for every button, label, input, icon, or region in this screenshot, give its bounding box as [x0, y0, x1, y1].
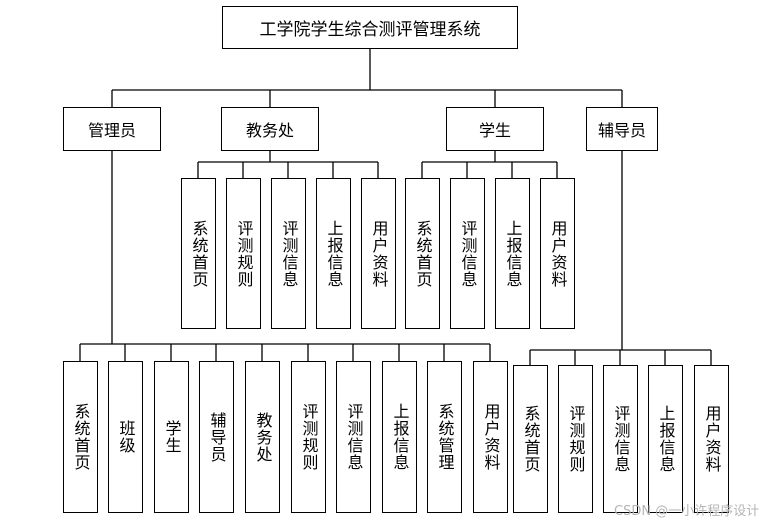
admin-module: 评测信息	[336, 361, 371, 513]
counselor-module: 系统首页	[513, 365, 548, 513]
office-module: 系统首页	[181, 178, 216, 329]
office-module: 评测信息	[271, 178, 306, 329]
role-node-office: 教务处	[221, 107, 319, 151]
admin-module: 评测规则	[291, 361, 326, 513]
counselor-module: 评测信息	[603, 365, 638, 513]
student-module: 用户资料	[540, 178, 575, 329]
admin-module: 教务处	[245, 361, 280, 513]
admin-module: 系统管理	[427, 361, 462, 513]
admin-module: 用户资料	[473, 361, 508, 513]
role-node-student: 学生	[446, 107, 544, 151]
admin-module: 学生	[154, 361, 189, 513]
role-node-admin: 管理员	[63, 107, 161, 151]
counselor-module: 用户资料	[694, 365, 729, 513]
student-module: 系统首页	[405, 178, 440, 329]
admin-module: 班级	[108, 361, 143, 513]
counselor-module: 评测规则	[558, 365, 593, 513]
office-module: 评测规则	[226, 178, 261, 329]
counselor-module: 上报信息	[648, 365, 683, 513]
student-module: 评测信息	[450, 178, 485, 329]
office-module: 上报信息	[316, 178, 351, 329]
role-node-counselor: 辅导员	[586, 107, 658, 151]
root-node: 工学院学生综合测评管理系统	[222, 6, 518, 49]
watermark: CSDN @一小许程序设计	[614, 504, 760, 519]
student-module: 上报信息	[495, 178, 530, 329]
admin-module: 辅导员	[199, 361, 234, 513]
office-module: 用户资料	[361, 178, 396, 329]
admin-module: 上报信息	[382, 361, 417, 513]
admin-module: 系统首页	[63, 361, 98, 513]
